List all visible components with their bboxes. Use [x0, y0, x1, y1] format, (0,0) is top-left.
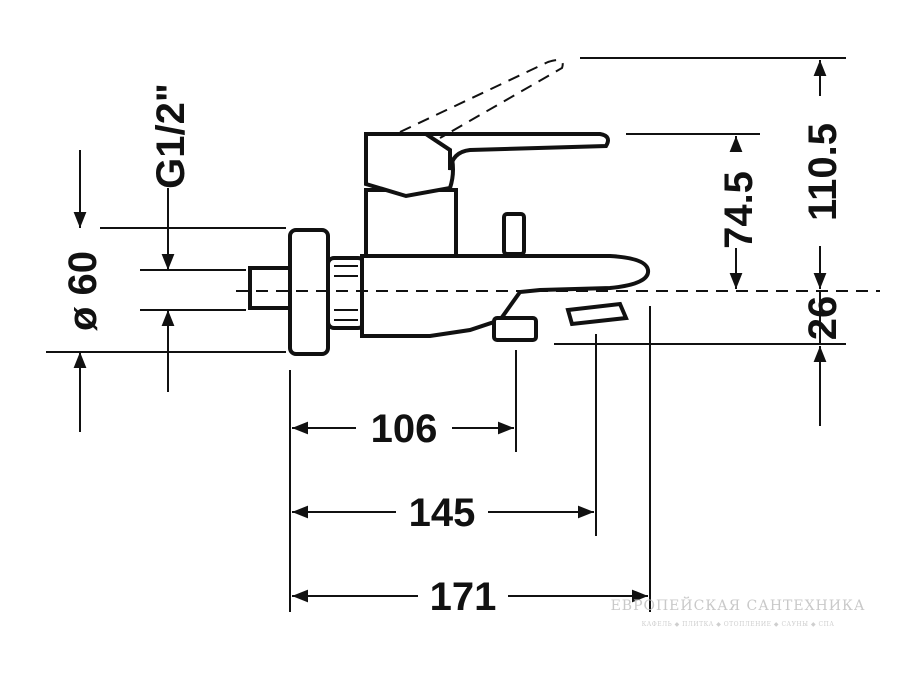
lever-raised-position: [399, 59, 564, 139]
aerator-outlet: [492, 316, 538, 342]
label-width-145: 145: [409, 491, 476, 535]
dimension-diameter-60: ø 60: [61, 150, 105, 432]
cartridge-column: [364, 188, 458, 258]
label-thread-g12: G1/2": [149, 83, 193, 189]
watermark-title: ЕВРОПЕЙСКАЯ САНТЕХНИКА: [611, 595, 866, 614]
wall-pipe: [248, 266, 294, 310]
label-width-106: 106: [371, 407, 438, 451]
diverter-knob: [502, 212, 526, 256]
dimension-width-171: 171: [292, 575, 648, 619]
label-height-74-5: 74.5: [717, 171, 761, 249]
threaded-connector: [326, 256, 366, 330]
label-height-110-5: 110.5: [801, 123, 845, 221]
watermark-subtitle: КАФЕЛЬ ◆ ПЛИТКА ◆ ОТОПЛЕНИЕ ◆ САУНЫ ◆ СП…: [642, 621, 835, 628]
dimension-height-26: 26: [801, 291, 845, 426]
extension-lines: [46, 57, 880, 612]
dimension-thread-g12: G1/2": [149, 83, 193, 392]
dimension-width-106: 106: [292, 407, 514, 451]
dimension-width-145: 145: [292, 491, 594, 535]
dimension-height-74-5: 74.5: [717, 136, 761, 289]
mixer-body: [360, 254, 651, 338]
dimension-height-110-5: 110.5: [801, 60, 845, 289]
watermark: ЕВРОПЕЙСКАЯ САНТЕХНИКА КАФЕЛЬ ◆ ПЛИТКА ◆…: [611, 595, 866, 628]
faucet-outline: [248, 59, 651, 356]
spout-tip: [565, 301, 629, 327]
label-diameter-60: ø 60: [61, 251, 105, 331]
label-width-171: 171: [430, 575, 497, 619]
lever-handle: [419, 132, 610, 171]
label-height-26: 26: [801, 296, 845, 341]
